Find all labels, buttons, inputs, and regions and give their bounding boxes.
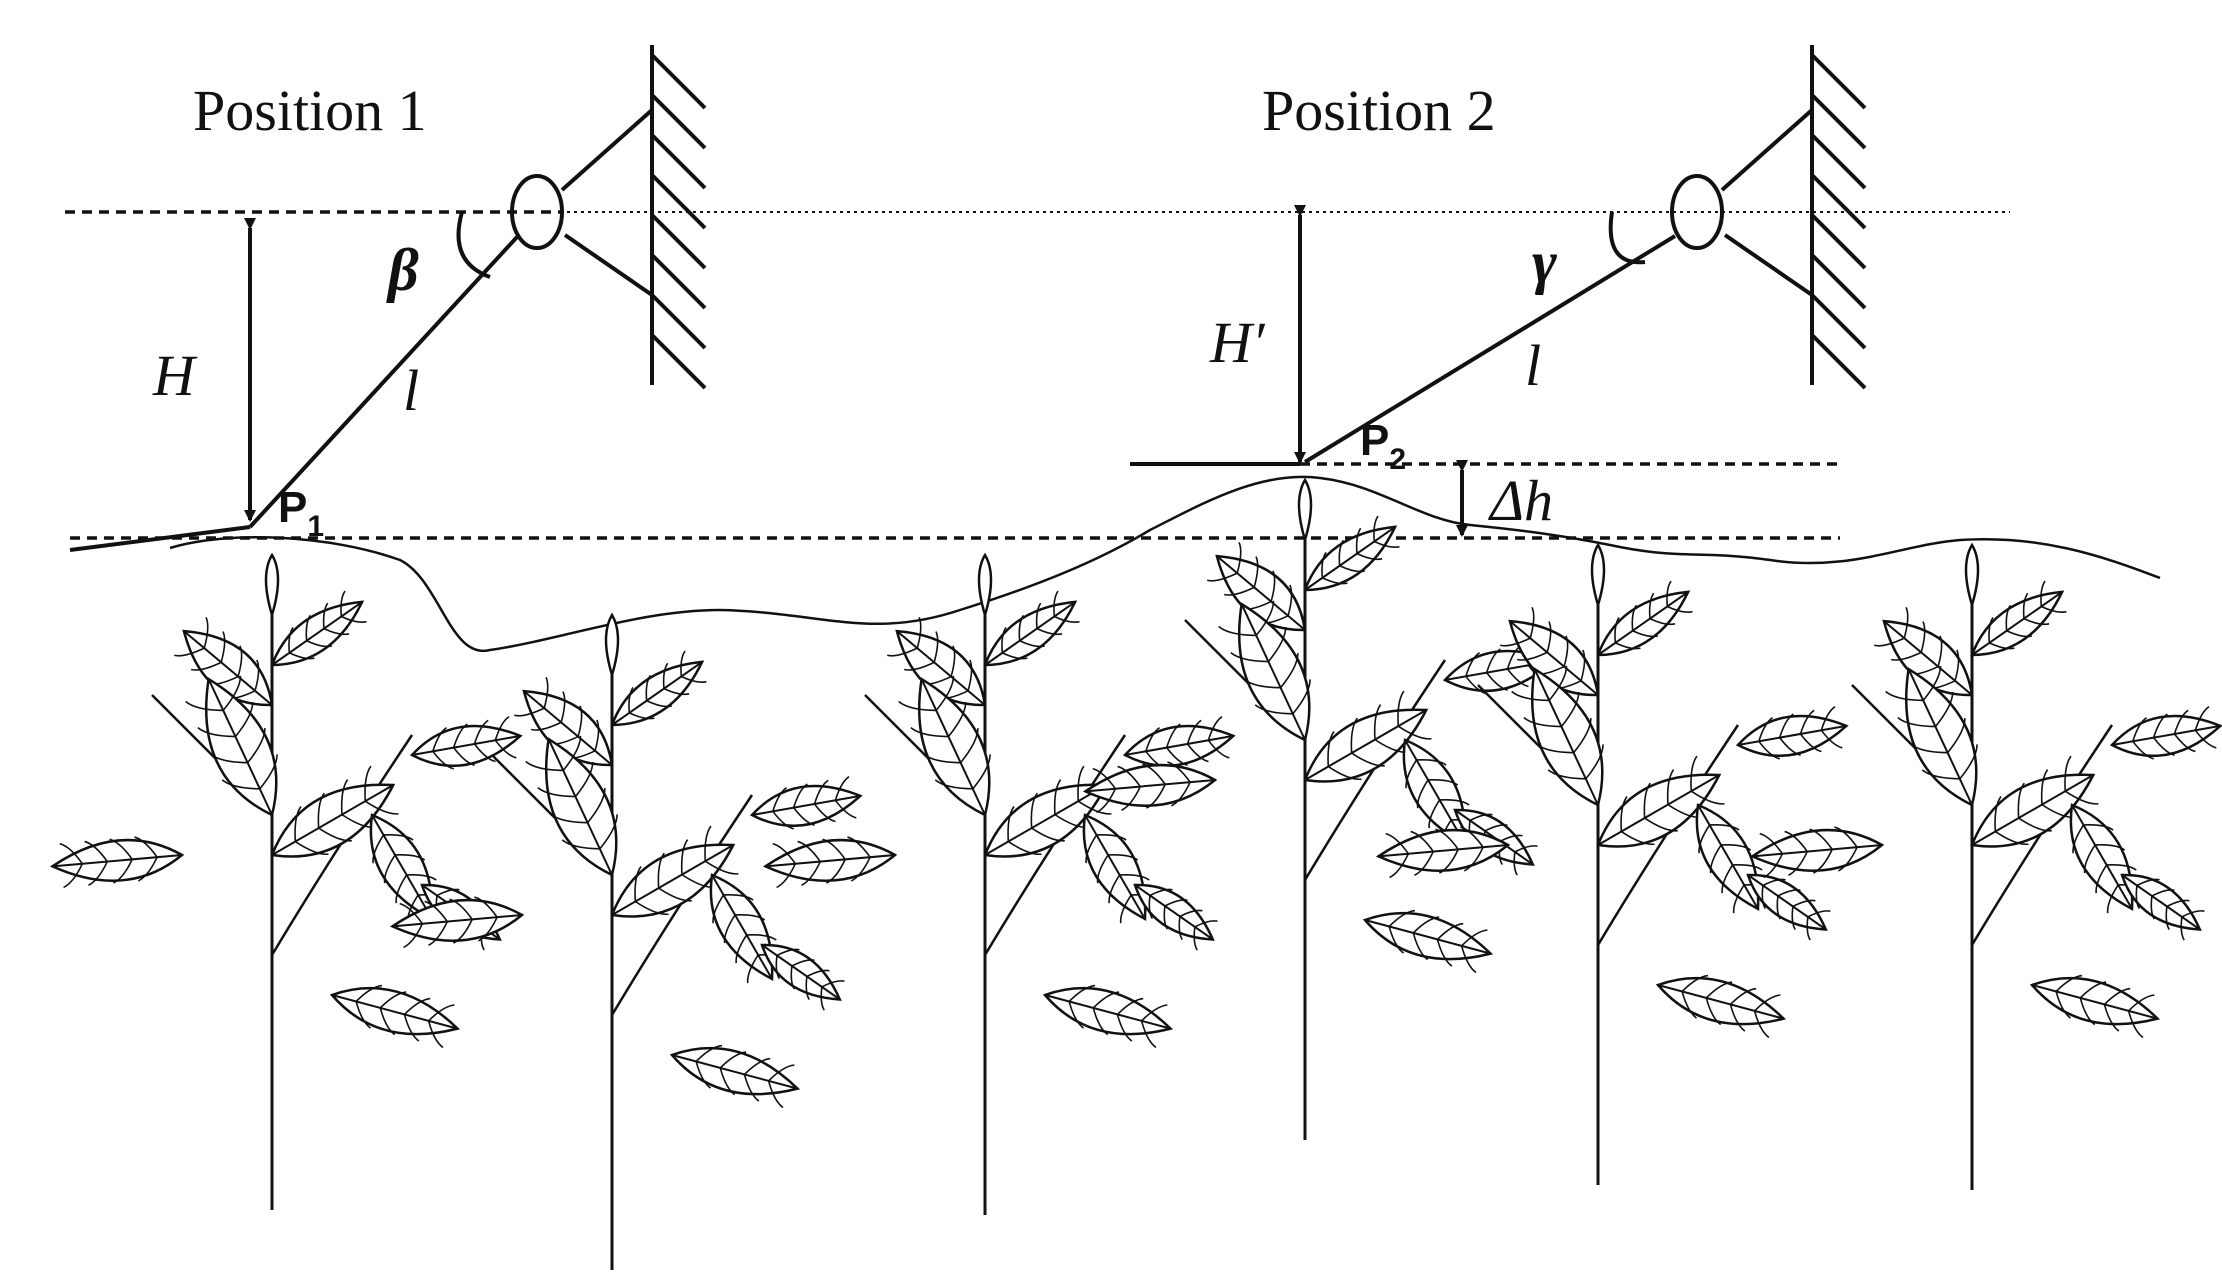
tea-leaf [1596,580,1693,657]
tea-leaf [983,590,1080,667]
tea-plant [389,612,863,1270]
tea-leaf [2029,974,2161,1039]
tea-leaf [1885,665,1978,807]
tea-leaf [270,765,399,858]
height-label-2: H′ [1209,310,1266,375]
tea-leaf [760,943,845,1011]
tea-leaf [1303,690,1432,783]
tea-leaf [1596,755,1725,848]
tea-leaf [1362,909,1494,974]
tea-leaf [2120,873,2205,941]
tea-leaf [1735,706,1849,760]
tea-plant [49,552,523,1210]
position-1-title: Position 1 [193,78,427,143]
tea-leaf [1218,600,1311,742]
point-p2-label: P2 [1360,416,1406,476]
tea-leaf [1375,826,1511,879]
canopy-tangent-line-1 [69,525,251,552]
tea-leaf [329,984,461,1049]
tea-plant [1082,477,1556,1140]
tea-leaf [185,675,278,817]
canopy-surface-outline [169,475,2161,653]
tea-leaf [525,735,618,877]
position-2-title: Position 2 [1262,78,1496,143]
angle-beta-arc [456,211,491,279]
tea-leaf [1082,761,1218,814]
tea-leaf [1695,803,1775,914]
tea-leaf [610,650,707,727]
tea-leaf [270,590,367,667]
sensor-2-icon [1670,174,1724,250]
sensor-mount-2 [1720,45,1867,390]
tea-leaf [669,1044,801,1109]
angle-gamma-arc [1608,211,1646,265]
tea-leaf [898,675,991,817]
point-p1-label: P1 [278,483,324,543]
length-label-1: l [403,358,419,423]
delta-h-label: Δh [1488,468,1553,533]
tea-leaf [174,617,274,707]
height-label-1: H [152,343,198,408]
tea-leaf [1970,755,2099,848]
tea-leaf [1042,984,1174,1049]
tea-leaf [369,813,449,924]
sensor-1-icon [510,174,564,250]
tea-leaf [1746,873,1831,941]
sensor-beam-2 [1303,234,1677,464]
tea-leaf [1970,580,2067,657]
tea-leaf [1402,738,1482,849]
tea-plant [1375,542,1849,1185]
tea-leaf [2109,706,2222,760]
tea-leaf [1655,974,1787,1039]
tea-leaf [1133,883,1218,951]
tea-leaf [49,836,185,889]
sensor-mount-1 [560,45,707,390]
tea-leaf [749,776,863,830]
tea-leaf [2069,803,2149,914]
tea-leaf [709,873,789,984]
angle-gamma-label: γ [1532,229,1557,295]
tea-leaf [389,896,525,949]
angle-beta-label: β [386,237,419,303]
length-label-2: l [1525,333,1541,398]
tea-leaf [1749,826,1885,879]
tea-leaf [1511,665,1604,807]
tea-plant [1749,542,2222,1190]
tea-plant [762,552,1236,1215]
tea-leaf [762,836,898,889]
sensor-beam-1 [248,235,519,529]
tea-leaf [1303,515,1400,592]
tea-plants-group [49,477,2222,1270]
tea-leaf [409,716,523,770]
